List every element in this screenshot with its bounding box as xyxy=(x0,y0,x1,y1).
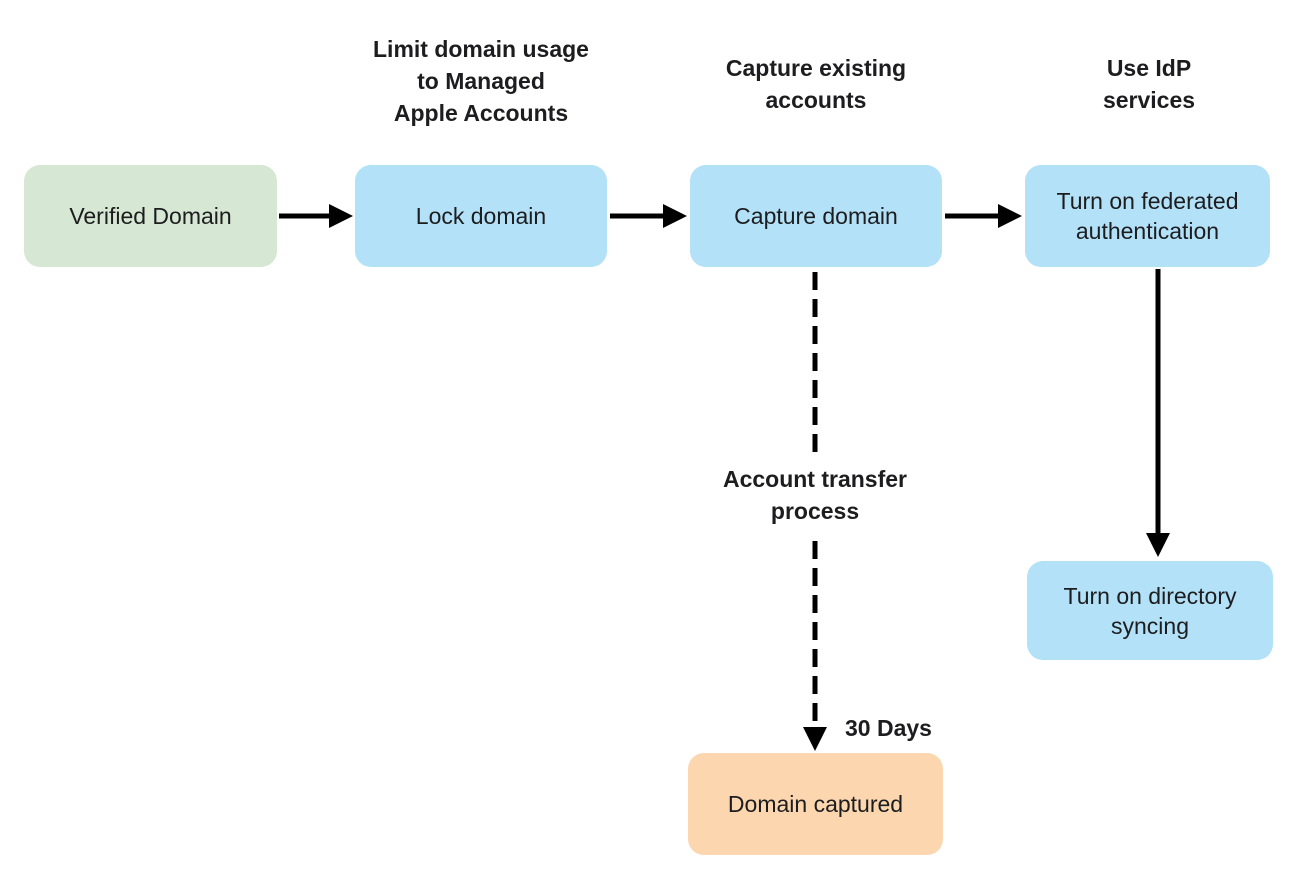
arrowhead-icon xyxy=(329,204,353,228)
node-lock-domain-label: Lock domain xyxy=(415,203,547,229)
arrowhead-icon xyxy=(803,727,827,751)
node-domain-captured-label: Domain captured xyxy=(727,791,904,817)
node-lock-domain: Lock domain xyxy=(355,165,607,267)
node-federated-authentication: Turn on federated authentication xyxy=(1025,165,1270,267)
node-domain-captured: Domain captured xyxy=(688,753,943,855)
node-verified-domain: Verified Domain xyxy=(24,165,277,267)
annotation-capture-existing-accounts: Capture existing accounts xyxy=(725,55,907,113)
node-directory-syncing-label: Turn on directory syncing xyxy=(1063,582,1237,639)
annotation-account-transfer-process: Account transfer process xyxy=(722,466,908,524)
node-federated-authentication-label: Turn on federated authentication xyxy=(1056,188,1239,244)
annotation-use-idp-services: Use IdP services xyxy=(1102,55,1196,113)
node-capture-domain: Capture domain xyxy=(690,165,942,267)
node-capture-domain-label: Capture domain xyxy=(734,203,898,229)
annotation-30-days: 30 Days xyxy=(845,715,932,741)
node-directory-syncing: Turn on directory syncing xyxy=(1027,561,1273,660)
arrowhead-icon xyxy=(663,204,687,228)
node-verified-domain-label: Verified Domain xyxy=(69,203,232,229)
annotation-limit-domain-usage: Limit domain usage to Managed Apple Acco… xyxy=(373,36,589,126)
arrowhead-icon xyxy=(1146,533,1170,557)
arrowhead-icon xyxy=(998,204,1022,228)
